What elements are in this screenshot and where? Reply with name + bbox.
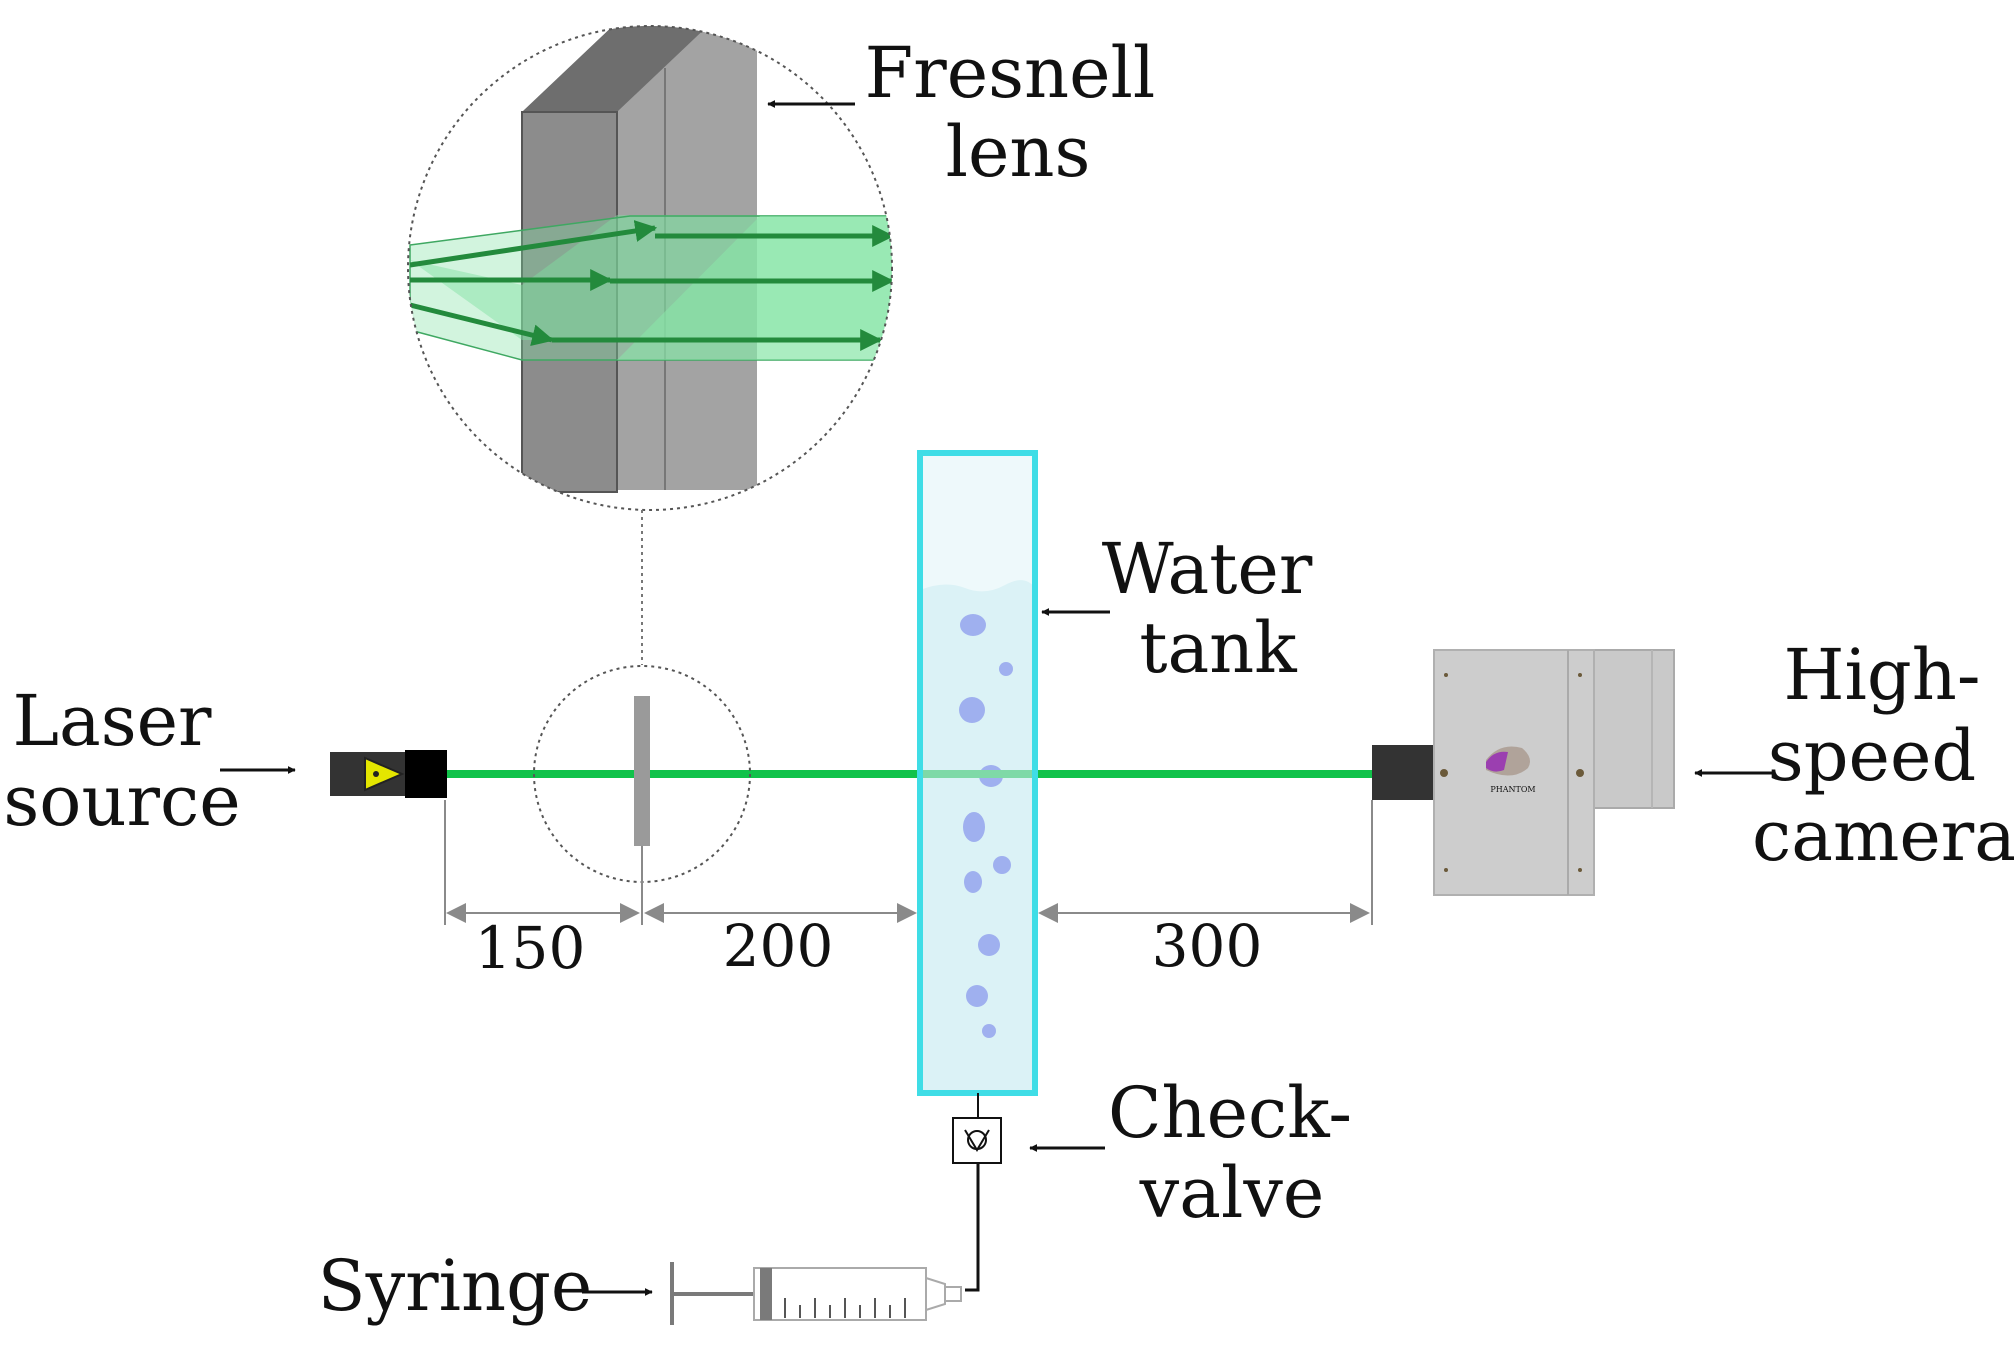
camera-label-line2: speed (1768, 715, 1976, 797)
label-water-tank: Water tank (1041, 528, 1313, 689)
fresnel-lens-element (634, 696, 650, 846)
water-label-line2: tank (1139, 607, 1297, 689)
check-label-line1: Check- (1108, 1072, 1352, 1154)
laser-warning-triangle-icon (364, 756, 405, 792)
camera-label-line3: camera (1752, 795, 2015, 877)
light-sheet-collimated (617, 216, 892, 360)
laser-head (405, 750, 447, 798)
label-fresnel-lens: Fresnell lens (767, 32, 1156, 193)
camera-label-line1: High- (1784, 634, 1981, 716)
dimension-lines (444, 800, 1373, 925)
laser-label-line2: source (3, 760, 240, 842)
camera-rear (1591, 649, 1675, 809)
zoom-circle (407, 25, 893, 511)
dimension-label-300: 300 (1152, 912, 1263, 980)
camera-brand-text: PHANTOM (1490, 785, 1535, 794)
fresnel-label-line2: lens (946, 111, 1091, 193)
check-valve-icon (952, 1093, 1002, 1292)
label-laser-source: Laser source (3, 680, 296, 842)
dimension-label-150: 150 (475, 914, 586, 982)
fresnel-zoom-inset (407, 25, 893, 511)
label-high-speed-camera: High- speed camera (1694, 634, 2015, 877)
water-label-line1: Water (1102, 528, 1313, 610)
syringe-icon (670, 1262, 962, 1325)
syringe-label: Syringe (318, 1245, 593, 1327)
syringe-barrel (753, 1267, 927, 1321)
label-check-valve: Check- valve (1029, 1072, 1352, 1234)
camera-lens (1372, 745, 1434, 800)
lens-top-face (522, 26, 712, 112)
lens-side-face (617, 26, 757, 490)
high-speed-camera-icon: PHANTOM (1372, 649, 1675, 896)
phantom-logo-icon: PHANTOM (1486, 746, 1536, 794)
lens-front-face (521, 111, 618, 493)
laser-label-line1: Laser (12, 680, 212, 762)
laser-source (330, 750, 447, 798)
check-label-line2: valve (1139, 1152, 1325, 1234)
dimension-label-200: 200 (723, 912, 834, 980)
tubing (965, 1163, 980, 1292)
light-rays (409, 220, 892, 351)
fresnel-label-line1: Fresnell (865, 32, 1156, 114)
label-syringe: Syringe (318, 1245, 653, 1327)
